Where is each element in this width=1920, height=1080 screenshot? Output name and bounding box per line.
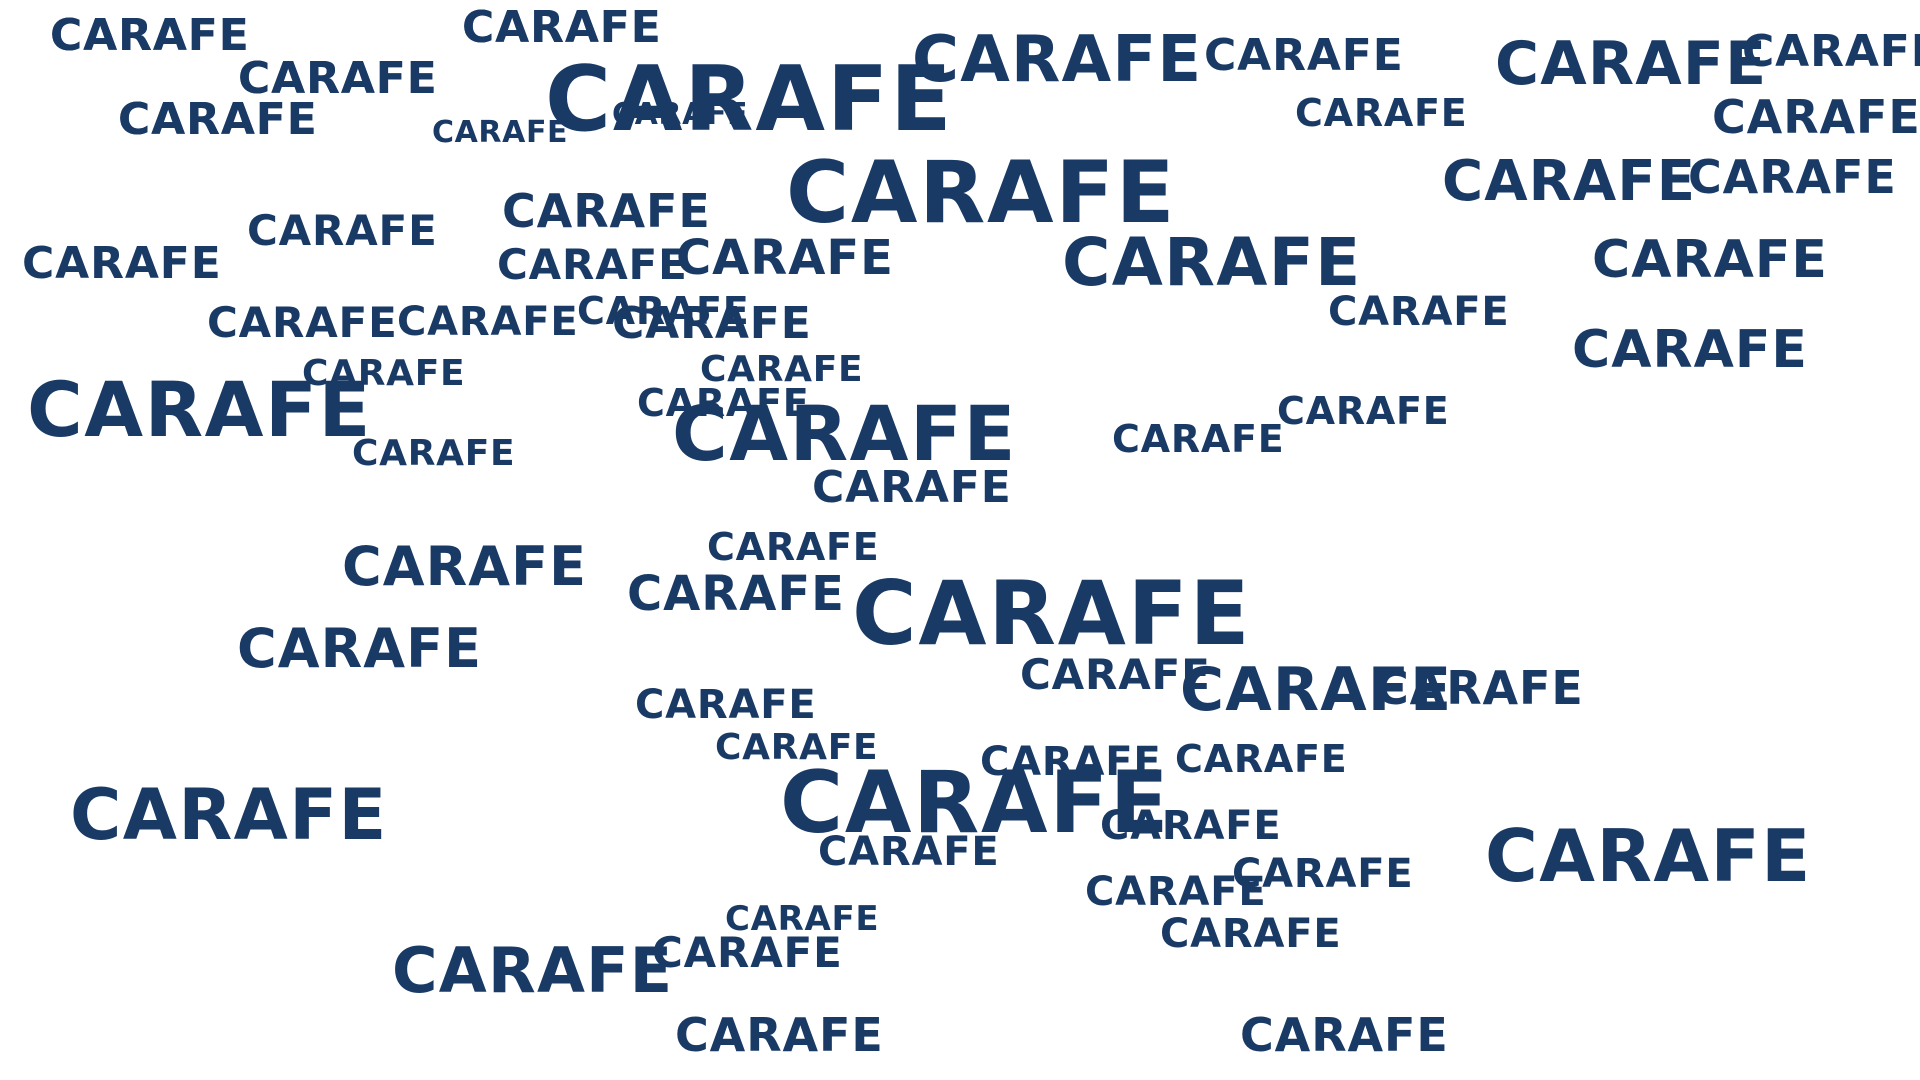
word-carafe: CARAFE <box>497 240 688 289</box>
word-carafe: CARAFE <box>1688 150 1897 204</box>
word-carafe: CARAFE <box>1160 911 1342 957</box>
word-carafe: CARAFE <box>612 298 812 349</box>
word-carafe: CARAFE <box>715 727 879 768</box>
word-carafe: CARAFE <box>1175 737 1348 781</box>
word-carafe: CARAFE <box>207 298 398 347</box>
word-carafe: CARAFE <box>1277 389 1450 433</box>
word-carafe: CARAFE <box>1180 655 1453 725</box>
word-carafe: CARAFE <box>1712 90 1920 144</box>
word-carafe: CARAFE <box>237 617 483 680</box>
word-carafe: CARAFE <box>1742 26 1920 77</box>
word-carafe: CARAFE <box>1592 230 1828 290</box>
word-carafe: CARAFE <box>786 143 1177 243</box>
word-carafe: CARAFE <box>725 899 880 939</box>
word-carafe: CARAFE <box>780 753 1171 853</box>
word-carafe: CARAFE <box>818 829 1000 875</box>
word-carafe: CARAFE <box>432 115 569 150</box>
word-carafe: CARAFE <box>27 365 372 454</box>
word-carafe: CARAFE <box>1240 1008 1449 1062</box>
word-carafe: CARAFE <box>676 230 894 286</box>
word-carafe: CARAFE <box>912 23 1203 97</box>
word-carafe: CARAFE <box>238 53 438 104</box>
word-carafe: CARAFE <box>352 433 516 474</box>
word-carafe: CARAFE <box>652 928 843 977</box>
word-carafe: CARAFE <box>672 389 1017 478</box>
word-carafe: CARAFE <box>238 53 438 104</box>
word-carafe: CARAFE <box>397 299 579 345</box>
word-carafe: CARAFE <box>70 774 388 856</box>
word-carafe: CARAFE <box>392 934 674 1007</box>
word-carafe: CARAFE <box>50 10 250 61</box>
word-carafe: CARAFE <box>1062 224 1362 301</box>
word-carafe: CARAFE <box>50 10 250 61</box>
word-carafe: CARAFE <box>1295 91 1468 135</box>
word-carafe: CARAFE <box>635 682 817 728</box>
word-carafe: CARAFE <box>1085 869 1267 915</box>
word-carafe: CARAFE <box>1375 661 1584 715</box>
word-carafe: CARAFE <box>22 238 222 289</box>
word-carafe: CARAFE <box>675 1008 884 1062</box>
word-carafe: CARAFE <box>577 289 750 333</box>
word-carafe: CARAFE <box>247 206 438 255</box>
word-carafe: CARAFE <box>1204 30 1404 81</box>
word-carafe: CARAFE <box>1442 149 1697 214</box>
word-carafe: CARAFE <box>612 97 749 132</box>
word-carafe: CARAFE <box>1020 650 1211 699</box>
word-carafe: CARAFE <box>812 462 1012 513</box>
word-carafe: CARAFE <box>707 525 880 569</box>
word-carafe: CARAFE <box>462 2 662 53</box>
word-carafe: CARAFE <box>700 349 864 390</box>
word-carafe: CARAFE <box>637 381 810 425</box>
word-carafe: CARAFE <box>302 353 466 394</box>
word-carafe: CARAFE <box>502 184 711 238</box>
word-carafe: CARAFE <box>118 94 318 145</box>
word-carafe: CARAFE <box>1232 851 1414 897</box>
word-carafe: CARAFE <box>118 94 318 145</box>
word-carafe: CARAFE <box>1495 29 1768 99</box>
word-carafe: CARAFE <box>1572 320 1808 380</box>
word-carafe: CARAFE <box>852 562 1252 665</box>
word-carafe: CARAFE <box>980 739 1162 785</box>
word-carafe: CARAFE <box>1112 417 1285 461</box>
word-carafe: CARAFE <box>1485 814 1812 898</box>
word-carafe: CARAFE <box>1100 803 1282 849</box>
word-carafe: CARAFE <box>1328 289 1510 335</box>
word-carafe: CARAFE <box>462 2 662 53</box>
word-carafe: CARAFE <box>545 47 954 152</box>
word-carafe: CARAFE <box>342 535 588 598</box>
word-carafe: CARAFE <box>627 566 845 622</box>
